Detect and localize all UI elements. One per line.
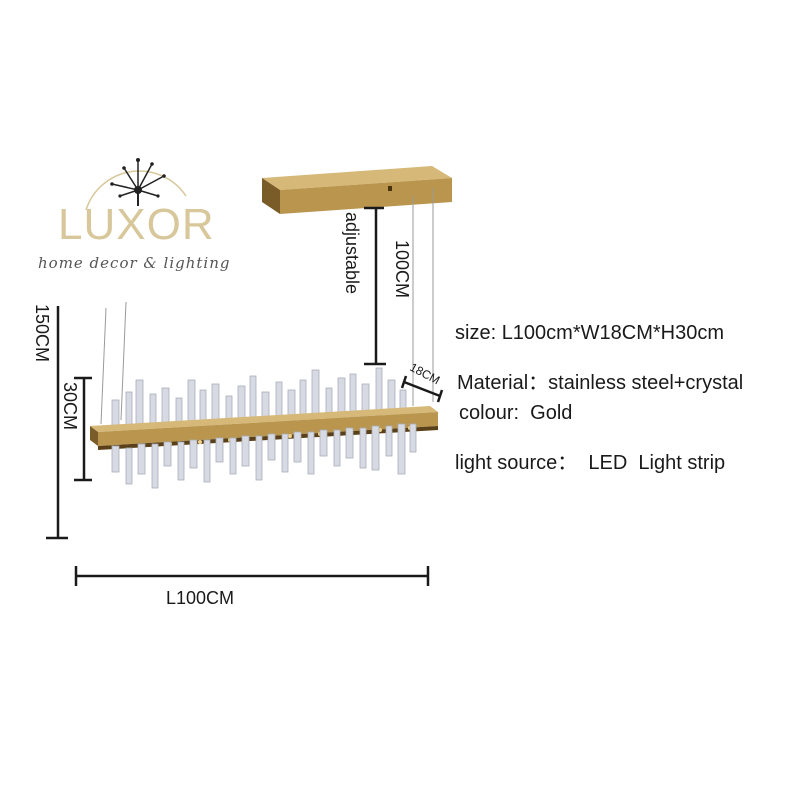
total-height-label: 150CM bbox=[32, 304, 52, 363]
spec-material: Material：stainless steel+crystal bbox=[457, 366, 743, 395]
spec-value: LED Light strip bbox=[588, 452, 726, 474]
spec-label: size: bbox=[455, 322, 497, 344]
spec-value: L100cm*W18CM*H30cm bbox=[501, 322, 724, 344]
cable-length-label: 100CM bbox=[392, 240, 412, 299]
spec-size: size: L100cm*W18CM*H30cm bbox=[455, 322, 724, 345]
suspension-cables bbox=[100, 188, 434, 425]
cable-adjustable-note: adjustable bbox=[342, 212, 362, 295]
brand-wordmark: LUXOR bbox=[58, 200, 215, 249]
spec-light-source: light source： LED Light strip bbox=[455, 446, 725, 475]
spec-colour: colour: Gold bbox=[459, 402, 572, 425]
spec-value: Gold bbox=[530, 402, 573, 424]
crystal-rods-lower bbox=[111, 423, 417, 489]
spec-label: light source： bbox=[455, 452, 578, 474]
brand-tagline: home decor & lighting bbox=[38, 254, 231, 272]
dandelion-chandelier-icon bbox=[85, 158, 187, 211]
fixture-height-label: 30CM bbox=[60, 382, 80, 431]
spec-value: stainless steel+crystal bbox=[548, 372, 744, 394]
dimension-lines bbox=[46, 206, 444, 586]
spec-label: Material： bbox=[457, 372, 549, 394]
ceiling-canopy bbox=[262, 166, 452, 214]
spec-label: colour: bbox=[459, 402, 520, 424]
length-label: L100CM bbox=[166, 588, 235, 608]
